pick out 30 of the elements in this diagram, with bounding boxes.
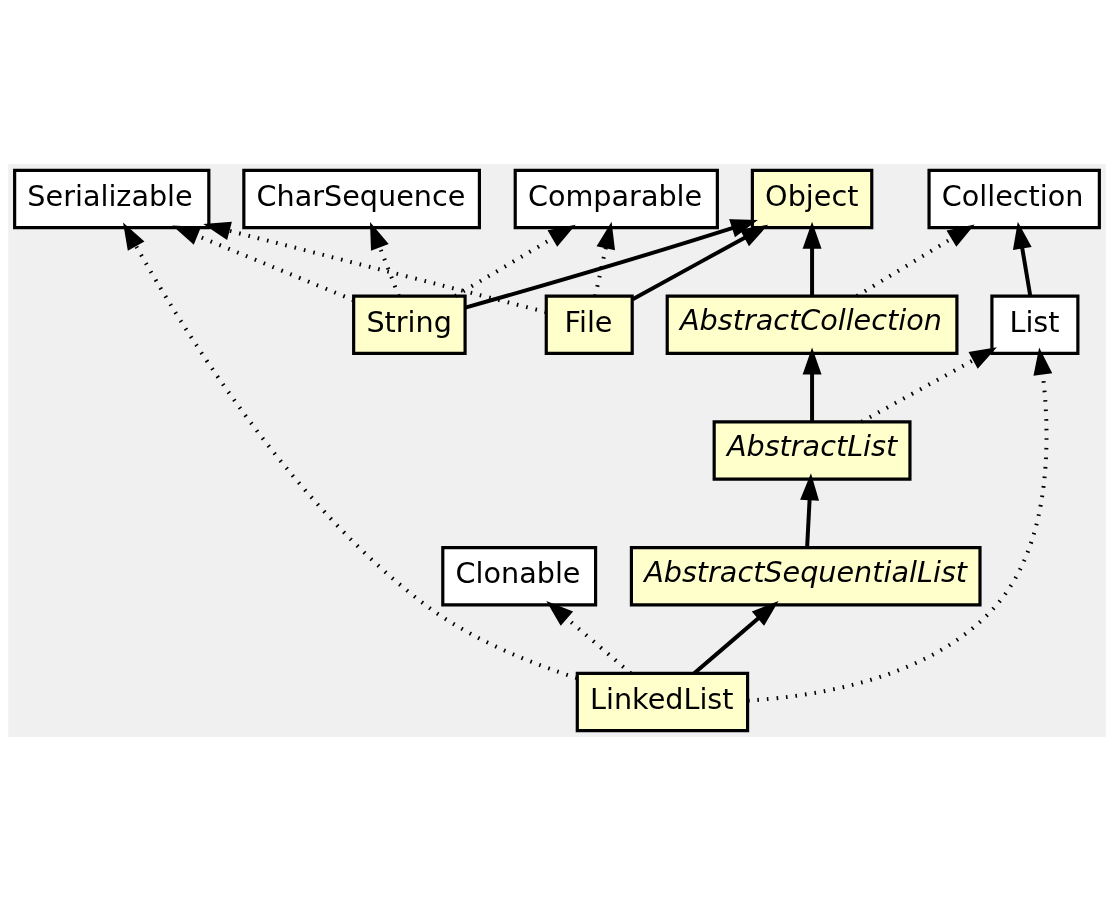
arrow [370, 221, 401, 297]
node-box: CharSequence [242, 168, 481, 229]
arrow [464, 218, 758, 309]
arrow [203, 221, 547, 314]
arrow [172, 225, 355, 302]
node-box: Serializable [13, 168, 211, 229]
arrow [123, 221, 578, 680]
node-box: Comparable [513, 168, 719, 229]
node-box: Object [750, 168, 874, 229]
arrow [802, 346, 822, 422]
arrow [800, 472, 820, 548]
arrow [546, 600, 632, 675]
node-box: LinkedList [575, 671, 750, 732]
arrow [802, 221, 822, 296]
node-box: AbstractList [712, 419, 912, 481]
node-box: Clonable [441, 545, 598, 606]
node-box: Collection [927, 168, 1101, 229]
arrow [692, 600, 779, 675]
node-box: String [352, 294, 467, 355]
arrow [593, 221, 615, 296]
arrow [631, 224, 769, 301]
node-box: List [990, 294, 1080, 355]
arrow [1012, 221, 1033, 296]
arrow [454, 224, 576, 298]
arrow [860, 346, 997, 423]
arrow [747, 347, 1053, 703]
node-box: AbstractSequentialList [629, 545, 982, 606]
node-box: AbstractCollection [665, 294, 959, 355]
node-box: File [544, 294, 634, 355]
arrow [855, 224, 975, 298]
